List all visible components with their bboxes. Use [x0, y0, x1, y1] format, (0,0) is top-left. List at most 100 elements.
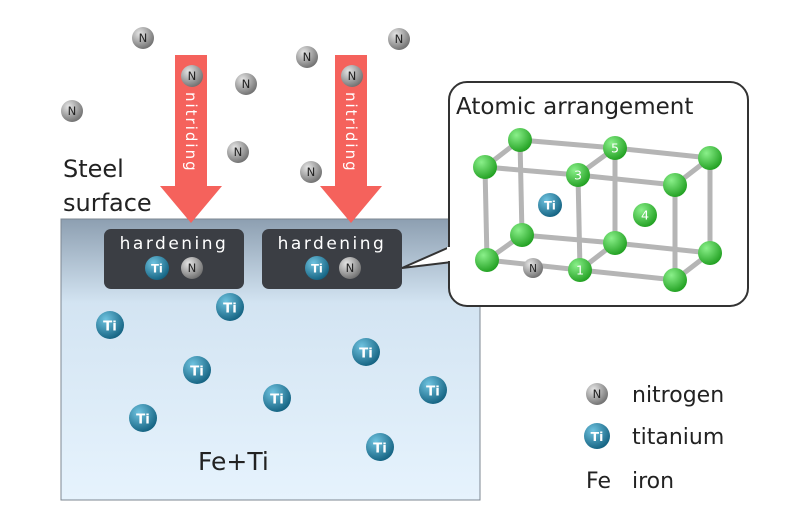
nitrogen-atom-label: N: [242, 77, 251, 91]
nitrogen-atom-label: N: [139, 31, 148, 45]
iron-atom-sphere: [475, 248, 499, 272]
lattice-nitrogen-atom: N: [523, 258, 543, 278]
titanium-atom-sphere: [263, 384, 291, 412]
hardening-label: hardening: [120, 234, 229, 254]
iron-atom-sphere: [663, 173, 687, 197]
legend-titanium-icon: Ti: [584, 423, 610, 449]
legend-titanium-icon-label: Ti: [591, 430, 604, 444]
iron-atom-sphere: [603, 231, 627, 255]
lattice-titanium-atom: Ti: [538, 193, 562, 217]
callout-title: Atomic arrangement: [456, 94, 693, 120]
nitrogen-atom-sphere: [61, 100, 83, 122]
lattice-bond: [519, 232, 618, 246]
legend-iron-symbol: Fe: [586, 469, 611, 494]
iron-atom-sphere: [568, 258, 592, 282]
iron-atom: 3: [566, 163, 590, 187]
titanium-atom-label: Ti: [359, 346, 373, 361]
nitrogen-atom: N: [132, 27, 154, 49]
nitrogen-atom-sphere: [388, 28, 410, 50]
iron-atom: [508, 128, 532, 152]
nitrogen-atom: N: [388, 28, 410, 50]
hardening-box-left: hardening: [104, 229, 244, 289]
nitriding-label: nitriding: [342, 92, 360, 173]
iron-atom-label: 4: [641, 208, 649, 223]
iron-atom-sphere: [473, 155, 497, 179]
iron-atom-sphere: [566, 163, 590, 187]
titanium-atom-sphere: [419, 376, 447, 404]
iron-atom: [475, 248, 499, 272]
legend: nitrogen titanium Fe iron: [586, 383, 724, 494]
lattice-bond: [577, 267, 678, 283]
titanium-atom-label: Ti: [373, 441, 387, 456]
titanium-atom-label: Ti: [426, 384, 440, 399]
iron-atom: 4: [633, 203, 657, 227]
nitrogen-atom-label: N: [303, 50, 312, 64]
titanium-atom-label: Ti: [270, 392, 284, 407]
titanium-atom-sphere: [366, 433, 394, 461]
steel-surface-label-line2: surface: [63, 189, 152, 217]
nitrogen-atom-label: N: [188, 69, 197, 83]
lattice-bond: [517, 137, 525, 238]
legend-iron-label: iron: [632, 469, 674, 494]
steel-surface-label-line1: Steel: [63, 155, 124, 183]
nitrogen-atom-sphere: [339, 257, 361, 279]
nitrogen-atom-sphere: [300, 161, 322, 183]
titanium-atom: Ti: [216, 293, 244, 321]
titanium-atom: Ti: [183, 356, 211, 384]
titanium-atom-label: Ti: [151, 262, 163, 276]
nitrogen-atom: N: [296, 46, 318, 68]
titanium-atom: Ti: [352, 338, 380, 366]
legend-nitrogen-icon: N: [586, 383, 608, 405]
hardening-label: hardening: [278, 234, 387, 254]
nitrogen-atom: N: [227, 141, 249, 163]
iron-atom: [473, 155, 497, 179]
lattice-bond: [612, 145, 713, 161]
iron-atom: [603, 231, 627, 255]
iron-atom-sphere: [603, 136, 627, 160]
nitriding-arrow-right: nitriding: [320, 55, 382, 223]
nitriding-label: nitriding: [182, 92, 200, 173]
titanium-atom: Ti: [366, 433, 394, 461]
iron-atom-sphere: [508, 128, 532, 152]
iron-atom-sphere: [698, 146, 722, 170]
nitrogen-atom: N: [341, 65, 363, 87]
titanium-atom: Ti: [305, 256, 329, 280]
nitrogen-atom-label: N: [348, 69, 357, 83]
legend-nitrogen-icon-sphere: [586, 383, 608, 405]
lattice-bond: [517, 137, 618, 151]
iron-atom: 5: [603, 136, 627, 160]
nitrogen-atom-label: N: [188, 261, 197, 275]
titanium-atom-sphere: [145, 256, 169, 280]
titanium-atom: Ti: [145, 256, 169, 280]
legend-nitrogen-label: nitrogen: [632, 383, 724, 408]
titanium-atom-label: Ti: [311, 262, 323, 276]
legend-titanium-label: titanium: [632, 425, 724, 450]
nitrogen-atom-sphere: [341, 65, 363, 87]
nitrogen-atom-sphere: [132, 27, 154, 49]
titanium-atom-label: Ti: [223, 301, 237, 316]
nitrogen-atom-label: N: [68, 104, 77, 118]
nitrogen-atom-label: N: [234, 145, 243, 159]
lattice-titanium-atom-label: Ti: [544, 199, 556, 213]
iron-atom: [698, 241, 722, 265]
nitrogen-atom-label: N: [346, 261, 355, 275]
bulk-composition-label: Fe+Ti: [198, 447, 269, 476]
legend-nitrogen-icon-label: N: [593, 387, 602, 401]
nitrogen-atom: N: [235, 73, 257, 95]
titanium-atom-sphere: [305, 256, 329, 280]
titanium-atom-label: Ti: [103, 319, 117, 334]
iron-lattice: 53 1 Ti 4N: [473, 128, 722, 292]
iron-atom: 1: [568, 258, 592, 282]
lattice-bond: [482, 164, 581, 178]
lattice-bond: [482, 164, 490, 263]
lattice-bond: [575, 172, 583, 273]
nitrogen-atom: N: [300, 161, 322, 183]
iron-atom-label: 1: [576, 263, 584, 278]
lattice-bond: [575, 172, 678, 188]
legend-titanium-icon-sphere: [584, 423, 610, 449]
nitrogen-atom-label: N: [307, 165, 316, 179]
nitriding-arrow-left: nitriding: [160, 55, 222, 223]
nitrogen-atom: N: [181, 257, 203, 279]
